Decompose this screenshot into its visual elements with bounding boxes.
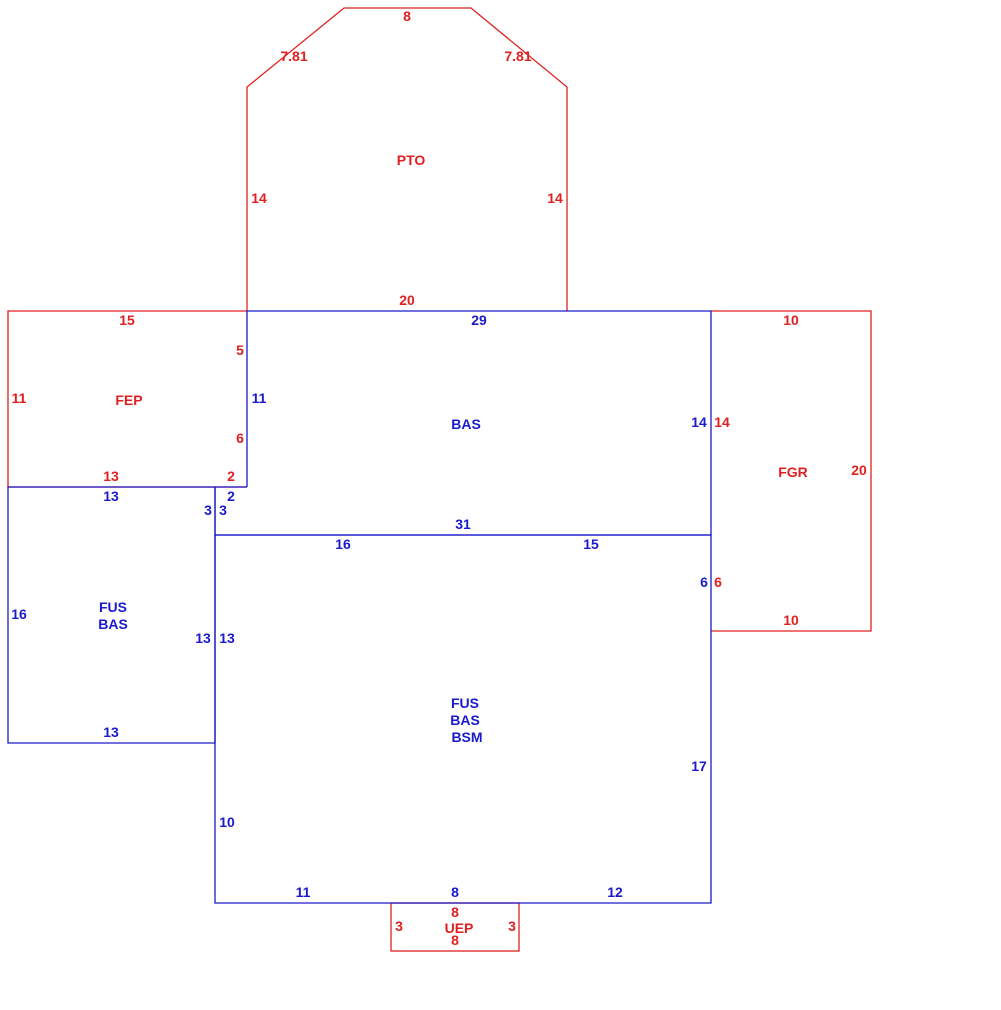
pto-dim-right-diag: 7.81 — [504, 48, 531, 64]
fep-dim-bottom: 13 — [103, 468, 119, 484]
pto-label: PTO — [397, 152, 426, 168]
fus-bas-left-area: FUS BAS 13 16 13 13 3 — [7, 486, 216, 744]
uep-dim-left: 3 — [395, 918, 403, 934]
pto-outline — [246, 7, 568, 311]
fgr-dim-left-upper: 14 — [714, 414, 730, 430]
fus-bas-bsm-label-1: FUS — [451, 695, 479, 711]
fus-bas-left-dim-left: 16 — [11, 606, 27, 622]
fgr-label: FGR — [778, 464, 808, 480]
fgr-dim-right: 20 — [851, 462, 867, 478]
fus-bas-bsm-dim-bottom-right: 12 — [607, 884, 623, 900]
uep-dim-top: 8 — [451, 904, 459, 920]
uep-dim-bottom: 8 — [451, 932, 459, 948]
fus-bas-left-dim-top: 13 — [103, 488, 119, 504]
fus-bas-left-dim-bottom: 13 — [103, 724, 119, 740]
pto-area: PTO 8 7.81 7.81 14 14 20 — [246, 7, 568, 311]
bas-label: BAS — [451, 416, 481, 432]
fus-bas-bsm-dim-left-upper: 13 — [219, 630, 235, 646]
fep-dim-right-upper: 5 — [236, 342, 244, 358]
uep-area: UEP 8 8 3 3 — [390, 902, 520, 952]
fgr-dim-top: 10 — [783, 312, 799, 328]
uep-dim-right: 3 — [508, 918, 516, 934]
fus-bas-left-label-2: BAS — [98, 616, 128, 632]
fus-bas-bsm-dim-top-right: 15 — [583, 536, 599, 552]
fus-bas-bsm-dim-left-lower: 10 — [219, 814, 235, 830]
fus-bas-left-outline — [7, 486, 216, 744]
fus-bas-bsm-dim-top-left: 16 — [335, 536, 351, 552]
fep-dim-right-lower: 6 — [236, 430, 244, 446]
fgr-outline — [711, 310, 872, 632]
bas-dim-top: 29 — [471, 312, 487, 328]
fus-bas-left-dim-step: 3 — [204, 502, 212, 518]
fep-area: FEP 15 11 5 6 13 2 — [7, 310, 247, 488]
fgr-area: FGR 10 14 6 20 10 — [711, 310, 872, 632]
pto-dim-left: 14 — [251, 190, 267, 206]
fep-dim-bottom-step: 2 — [227, 468, 235, 484]
fgr-dim-bottom: 10 — [783, 612, 799, 628]
fus-bas-bsm-dim-bottom-left: 11 — [296, 884, 311, 900]
bas-dim-step-height: 3 — [219, 502, 227, 518]
bas-dim-step-width: 2 — [227, 488, 235, 504]
fep-dim-left: 11 — [12, 390, 27, 406]
fus-bas-bsm-outline — [214, 534, 712, 904]
fus-bas-bsm-label-3: BSM — [451, 729, 482, 745]
fep-dim-top: 15 — [119, 312, 135, 328]
pto-dim-bottom: 20 — [399, 292, 415, 308]
fus-bas-bsm-dim-right-upper: 6 — [700, 574, 708, 590]
bas-area: BAS 29 11 14 31 2 3 — [214, 310, 712, 536]
uep-label: UEP — [445, 920, 474, 936]
bas-dim-bottom: 31 — [455, 516, 471, 532]
pto-dim-left-diag: 7.81 — [280, 48, 307, 64]
fus-bas-left-dim-right: 13 — [195, 630, 211, 646]
fus-bas-bsm-label-2: BAS — [450, 712, 480, 728]
pto-dim-right: 14 — [547, 190, 563, 206]
fus-bas-bsm-area: FUS BAS BSM 16 15 13 10 6 17 11 8 12 — [214, 534, 712, 904]
bas-dim-left: 11 — [252, 390, 267, 406]
bas-dim-right: 14 — [691, 414, 707, 430]
fus-bas-left-label-1: FUS — [99, 599, 127, 615]
pto-dim-top: 8 — [403, 8, 411, 24]
fus-bas-bsm-dim-bottom-mid: 8 — [451, 884, 459, 900]
fgr-dim-left-lower: 6 — [714, 574, 722, 590]
fus-bas-bsm-dim-right-lower: 17 — [691, 758, 707, 774]
fep-label: FEP — [115, 392, 142, 408]
